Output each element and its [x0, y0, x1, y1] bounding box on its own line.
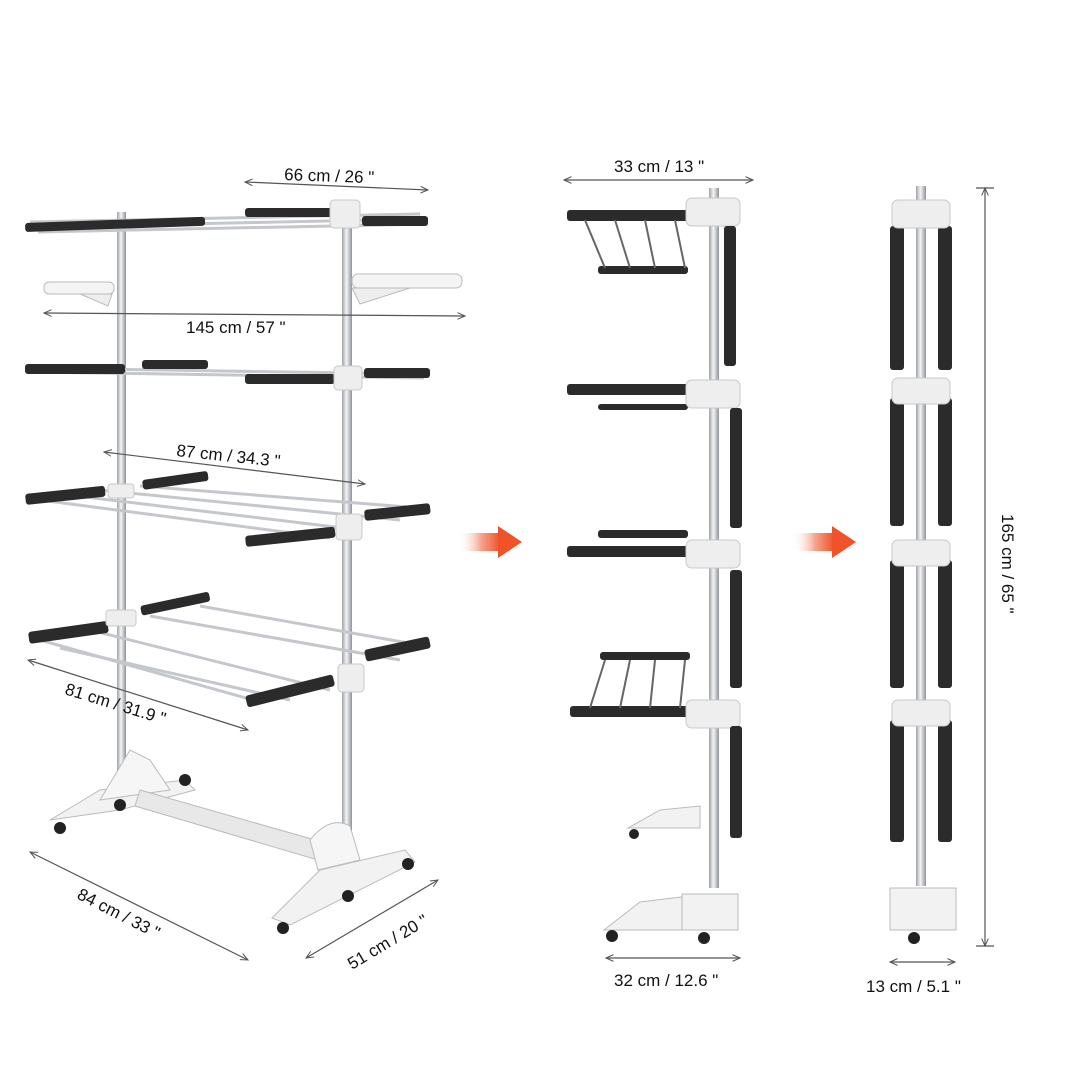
- folded-rack: [889, 186, 957, 944]
- label-base-width: 51 cm / 20 ": [344, 911, 431, 974]
- label-half-fold-top: 33 cm / 13 ": [614, 157, 704, 176]
- label-top-width-open: 66 cm / 26 ": [284, 165, 375, 187]
- transition-arrow: [792, 526, 856, 558]
- caster-wheel: [179, 774, 191, 786]
- rack-tier: [25, 471, 431, 547]
- caster-wheel: [908, 932, 920, 944]
- label-half-fold-base: 32 cm / 12.6 ": [614, 971, 718, 990]
- rack-wing-hooks: [43, 273, 463, 307]
- dimension-lines-folded: [890, 188, 994, 962]
- rack-tier: [25, 360, 430, 391]
- center-pole: [916, 186, 926, 886]
- rack-tier: [567, 530, 741, 569]
- rack-tier: [567, 197, 741, 274]
- label-height: 165 cm / 65 ": [998, 514, 1017, 614]
- caster-wheel: [342, 890, 354, 902]
- half-folded-rack: [567, 188, 742, 944]
- dimension-lines-half: [564, 180, 753, 958]
- label-folded-base: 13 cm / 5.1 ": [866, 977, 961, 996]
- label-base-depth: 84 cm / 33 ": [74, 885, 163, 943]
- rack-tier: [570, 652, 741, 729]
- caster-wheel: [114, 799, 126, 811]
- rack-tier: [25, 199, 429, 234]
- caster-wheel: [402, 858, 414, 870]
- label-mid-width: 87 cm / 34.3 ": [176, 441, 282, 471]
- caster-wheel: [698, 932, 710, 944]
- label-wing-span: 145 cm / 57 ": [186, 318, 286, 337]
- center-pole: [709, 188, 719, 888]
- caster-wheel: [54, 822, 66, 834]
- caster-wheel: [629, 829, 639, 839]
- transition-arrow: [458, 526, 522, 558]
- label-lower-width: 81 cm / 31.9 ": [63, 680, 168, 729]
- caster-wheel: [606, 930, 618, 942]
- dimension-lines-open: [28, 182, 465, 960]
- rack-tier: [567, 379, 741, 410]
- caster-wheel: [277, 922, 289, 934]
- open-rack: [25, 199, 463, 934]
